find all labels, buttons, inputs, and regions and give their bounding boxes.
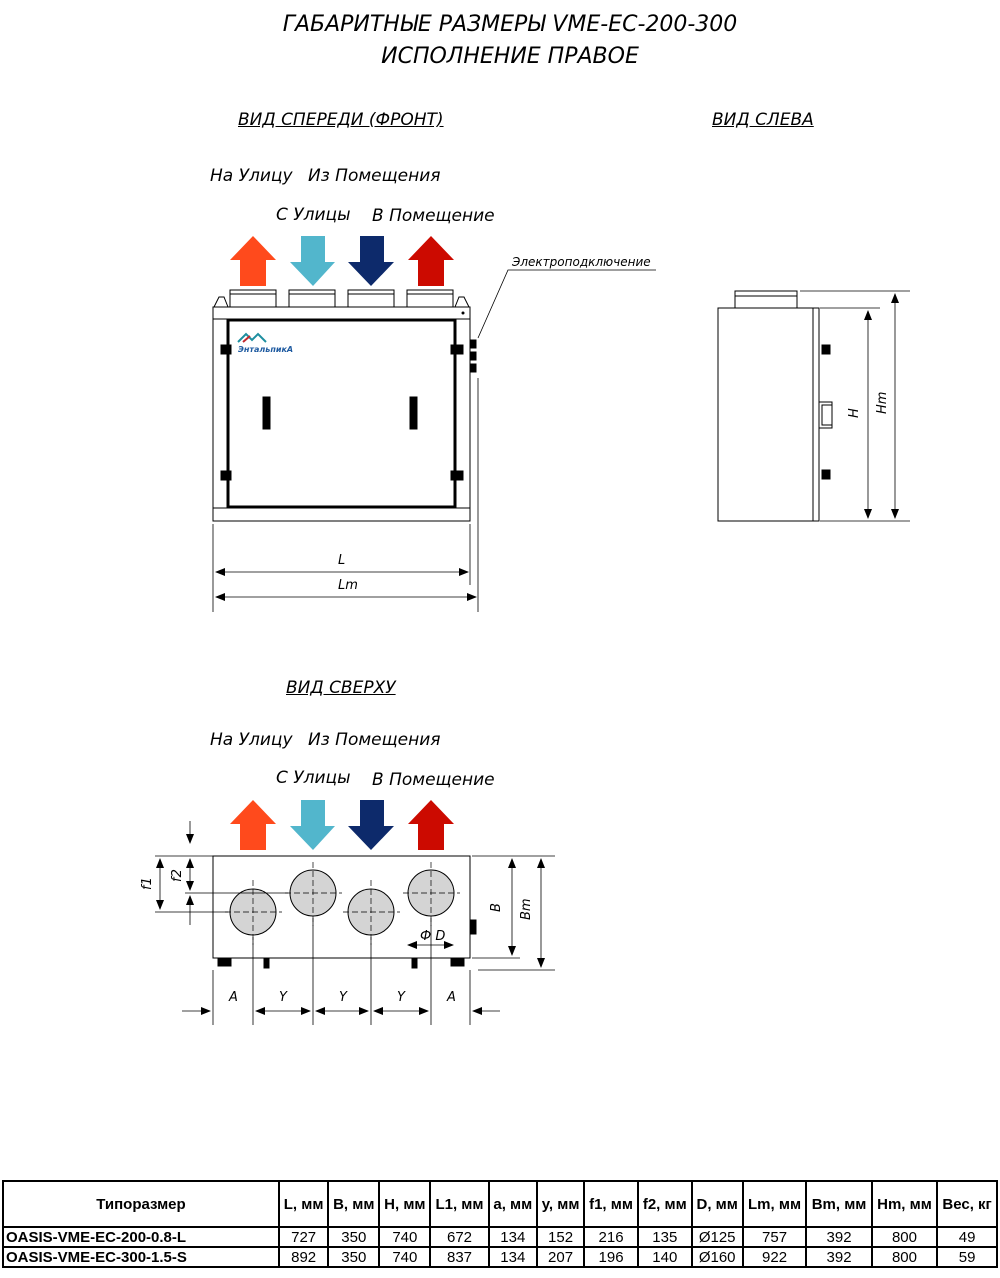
cell: 672 <box>429 1226 490 1248</box>
cell: 196 <box>583 1246 639 1268</box>
cell: 134 <box>487 1246 538 1268</box>
label-to-room-front: В Помещение <box>372 206 495 226</box>
dim-Y-1: Y <box>279 990 288 1005</box>
cell: 216 <box>583 1226 639 1248</box>
cell: 837 <box>429 1246 490 1268</box>
left-unit <box>717 290 833 522</box>
dim-f2: f2 <box>170 869 185 882</box>
dim-f1: f1 <box>140 877 155 890</box>
arrow-up-exhaust-icon-top <box>230 800 276 850</box>
model-name: OASIS-VME-EC-300-1.5-S <box>2 1246 280 1268</box>
dim-A-left: A <box>228 990 238 1005</box>
cell: 350 <box>327 1226 381 1248</box>
dim-B: B <box>489 903 504 912</box>
dim-Bm: Bm <box>519 898 534 920</box>
label-to-room-top: В Помещение <box>372 770 495 790</box>
label-to-street-front: На Улицу <box>210 166 293 186</box>
enthalpika-logo: ЭнтальпикА <box>237 332 293 354</box>
cell: 59 <box>936 1246 998 1268</box>
label-from-room-top: Из Помещения <box>308 730 441 750</box>
arrow-down-supply-icon <box>348 236 394 286</box>
dim-D: Ф D <box>420 929 445 944</box>
cell: 350 <box>327 1246 381 1268</box>
col-header: B, мм <box>327 1180 381 1228</box>
cell: Ø125 <box>690 1226 744 1248</box>
front-view-heading: ВИД СПЕРЕДИ (ФРОНТ) <box>238 110 444 130</box>
cell: 140 <box>636 1246 693 1268</box>
label-to-street-top: На Улицу <box>210 730 293 750</box>
arrow-down-supply-icon-top <box>348 800 394 850</box>
title-line-2: ИСПОЛНЕНИЕ ПРАВОЕ <box>381 44 639 69</box>
cell: 740 <box>378 1226 432 1248</box>
table-row: OASIS-VME-EC-300-1.5-S 892 350 740 837 1… <box>2 1246 998 1268</box>
col-header: a, мм <box>487 1180 538 1228</box>
cell: 727 <box>277 1226 330 1248</box>
front-arrows <box>230 236 454 286</box>
cell: 207 <box>535 1246 586 1268</box>
dim-Hm: Hm <box>875 392 890 414</box>
table-header-row: Типоразмер L, мм B, мм H, мм L1, мм a, м… <box>2 1180 998 1228</box>
dim-Lm: Lm <box>338 578 358 593</box>
col-header: Bm, мм <box>805 1180 873 1228</box>
top-unit <box>212 855 477 969</box>
col-header: L1, мм <box>429 1180 490 1228</box>
arrow-down-intake-icon <box>290 236 335 286</box>
col-header: D, мм <box>690 1180 744 1228</box>
label-from-room-front: Из Помещения <box>308 166 441 186</box>
cell: 135 <box>636 1226 693 1248</box>
arrow-up-extract-icon-top <box>408 800 454 850</box>
dim-H: H <box>847 408 862 418</box>
dim-Y-2: Y <box>339 990 348 1005</box>
cell: 152 <box>535 1226 586 1248</box>
cell: 757 <box>741 1226 808 1248</box>
col-header: y, мм <box>535 1180 586 1228</box>
col-header: H, мм <box>378 1180 432 1228</box>
logo-text: ЭнтальпикА <box>238 345 293 354</box>
front-unit <box>212 289 477 522</box>
cell: 392 <box>805 1226 873 1248</box>
col-header: f2, мм <box>636 1180 693 1228</box>
col-header: Lm, мм <box>741 1180 808 1228</box>
col-header: Hm, мм <box>870 1180 939 1228</box>
drawing-canvas: ЭнтальпикА L Lm H Hm <box>140 236 910 1025</box>
cell: Ø160 <box>690 1246 744 1268</box>
dim-Y-3: Y <box>397 990 406 1005</box>
electric-connection-label: Электроподключение <box>512 255 651 269</box>
col-header: Типоразмер <box>2 1180 280 1228</box>
left-view-heading: ВИД СЛЕВА <box>712 110 814 130</box>
col-header: f1, мм <box>583 1180 639 1228</box>
cell: 49 <box>936 1226 998 1248</box>
label-from-street-front: С Улицы <box>276 205 351 225</box>
cell: 800 <box>870 1246 939 1268</box>
model-name: OASIS-VME-EC-200-0.8-L <box>2 1226 280 1248</box>
top-arrows <box>230 800 454 850</box>
table-row: OASIS-VME-EC-200-0.8-L 727 350 740 672 1… <box>2 1226 998 1248</box>
label-from-street-top: С Улицы <box>276 768 351 788</box>
cell: 800 <box>870 1226 939 1248</box>
dim-L: L <box>338 553 345 568</box>
title-line-1: ГАБАРИТНЫЕ РАЗМЕРЫ VME-EC-200-300 <box>282 12 738 37</box>
cell: 922 <box>741 1246 808 1268</box>
cell: 134 <box>487 1226 538 1248</box>
col-header: L, мм <box>277 1180 330 1228</box>
spec-table: Типоразмер L, мм B, мм H, мм L1, мм a, м… <box>2 1180 998 1268</box>
cell: 740 <box>378 1246 432 1268</box>
cell: 392 <box>805 1246 873 1268</box>
top-view-heading: ВИД СВЕРХУ <box>286 678 396 698</box>
cell: 892 <box>277 1246 330 1268</box>
col-header: Вес, кг <box>936 1180 998 1228</box>
arrow-up-exhaust-icon <box>230 236 276 286</box>
dim-A-right: A <box>446 990 456 1005</box>
arrow-up-extract-icon <box>408 236 454 286</box>
arrow-down-intake-icon-top <box>290 800 335 850</box>
